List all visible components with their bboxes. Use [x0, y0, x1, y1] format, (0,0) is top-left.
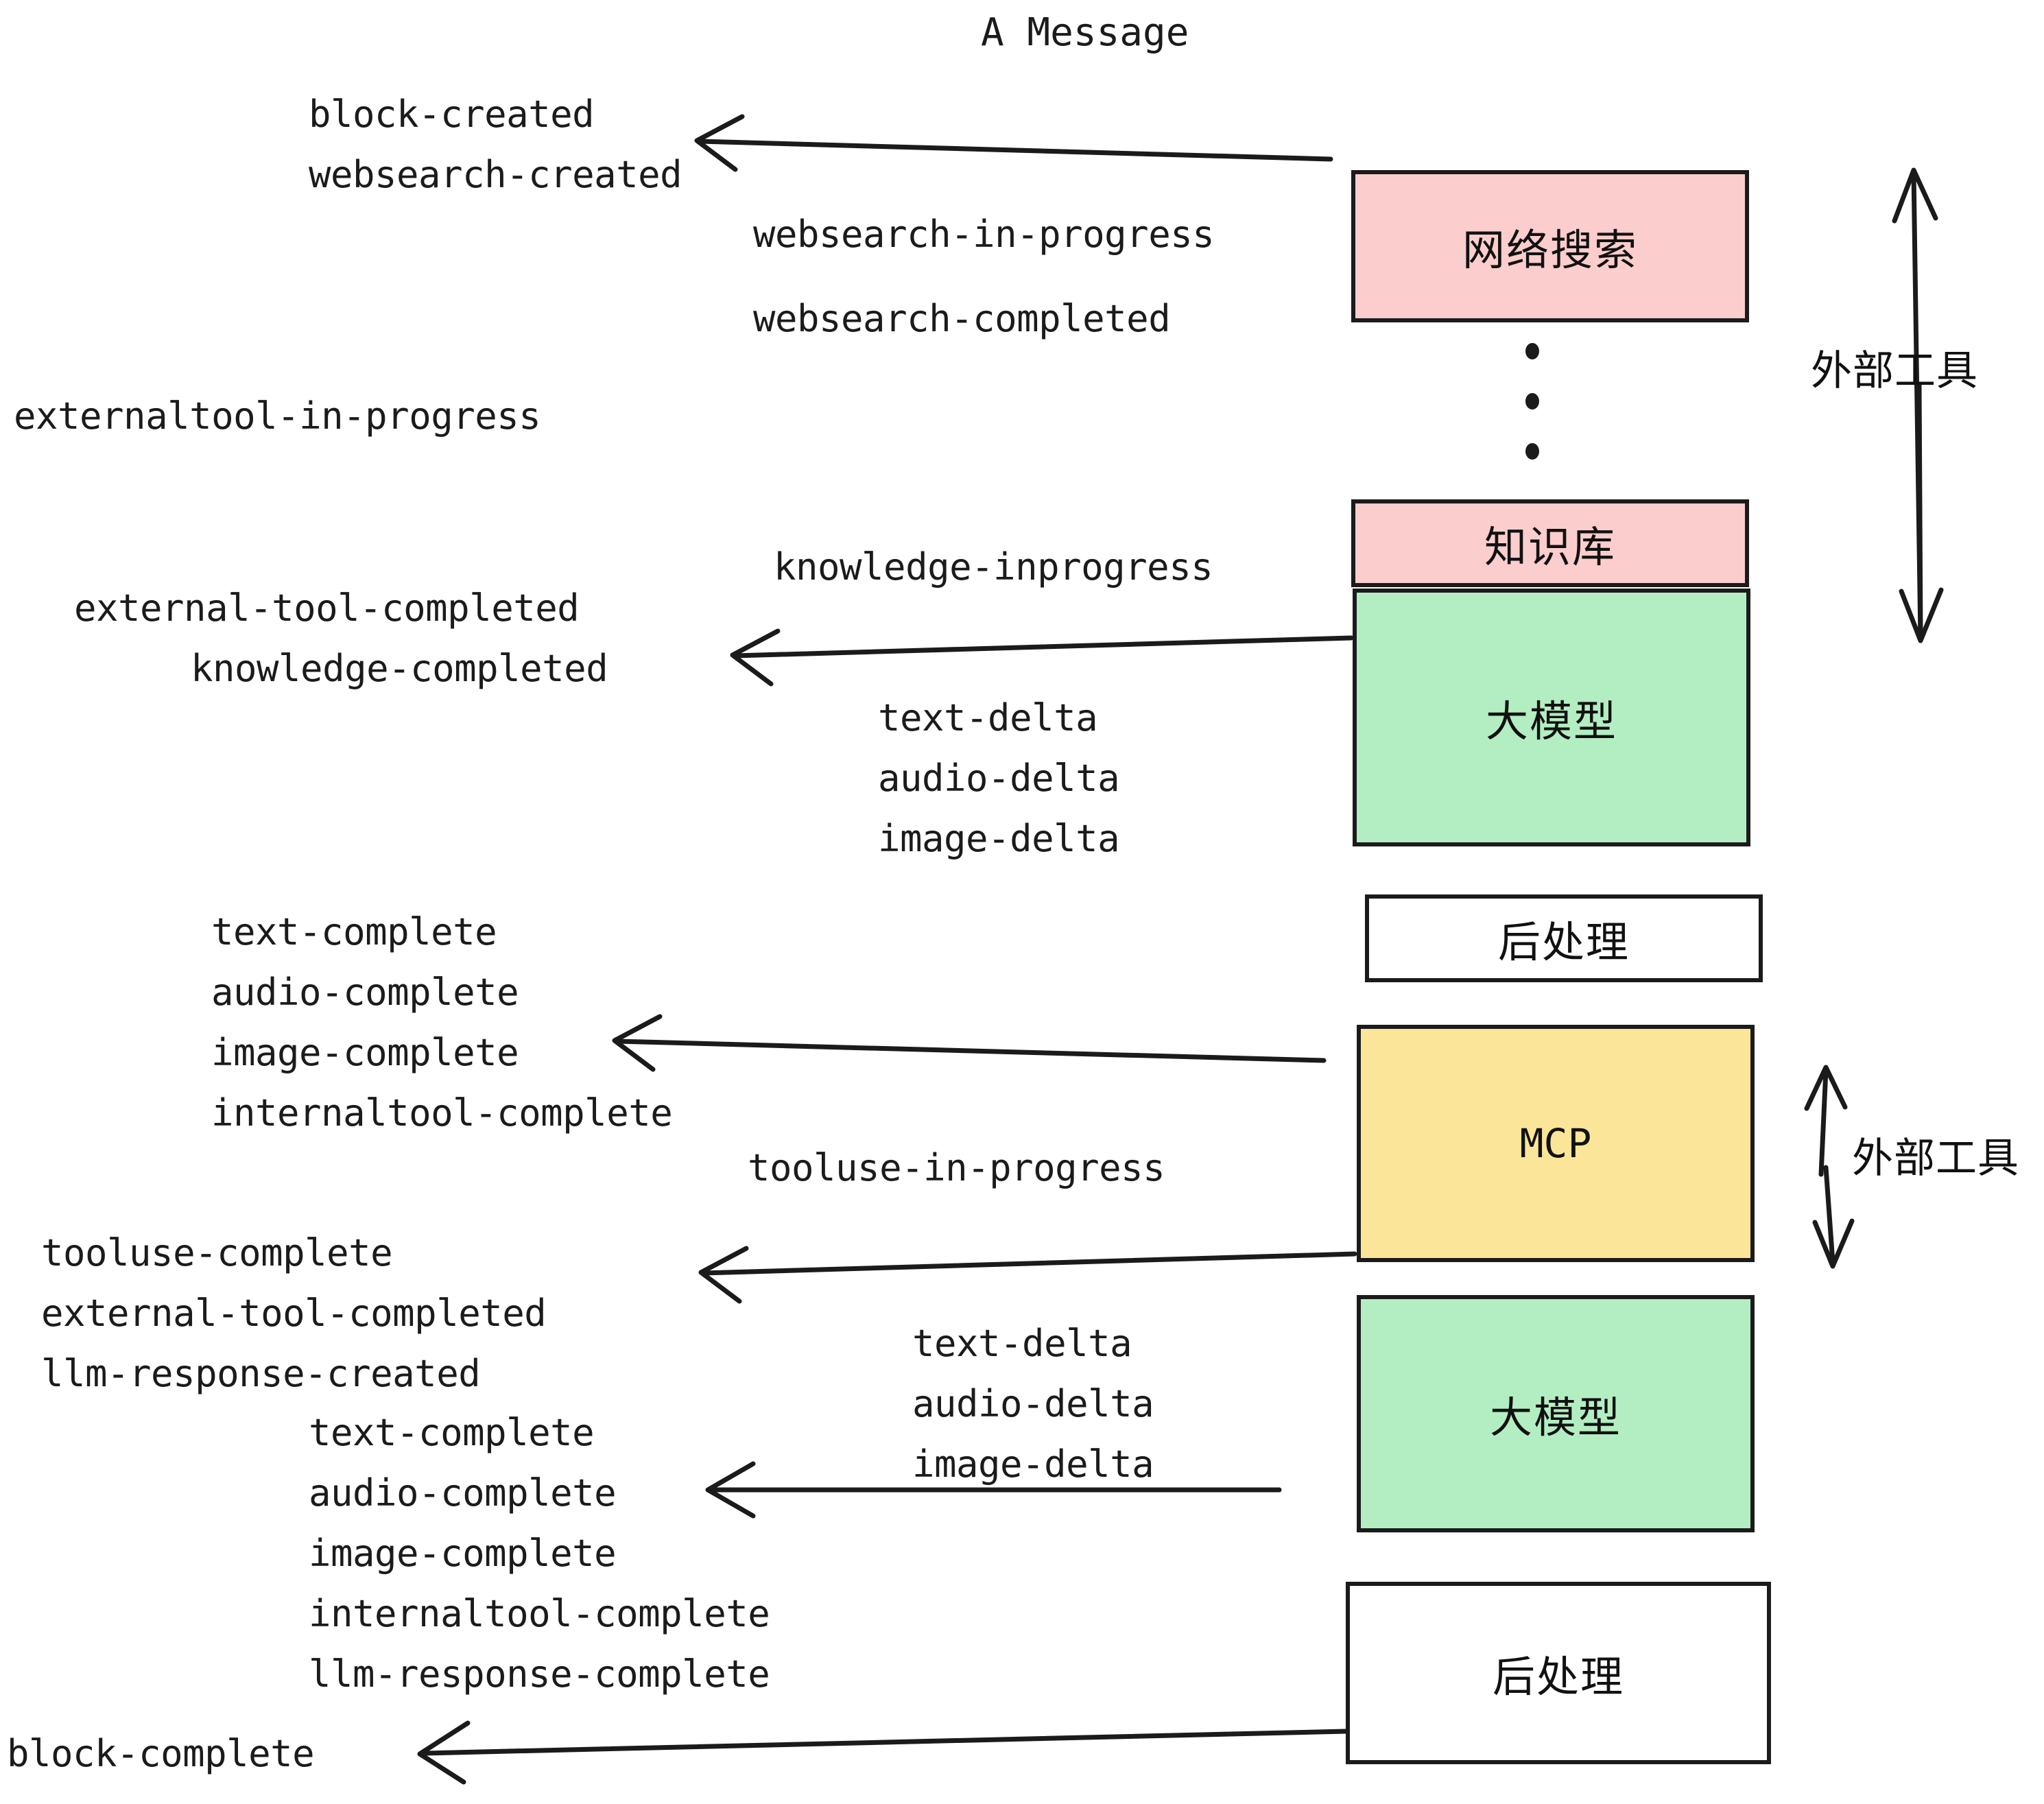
event-label: image-complete [309, 1532, 617, 1575]
event-label: websearch-completed [753, 297, 1171, 340]
event-label: audio-delta [878, 757, 1120, 800]
event-label: internaltool-complete [309, 1592, 770, 1635]
event-label: tooluse-complete [41, 1231, 393, 1274]
event-label: audio-delta [912, 1382, 1154, 1425]
event-label: audio-complete [211, 971, 519, 1014]
arrow-external-tool-scope-mcp-down [1823, 1165, 1835, 1265]
arrowhead-tooluse-complete-return [698, 1246, 749, 1304]
arrow-tooluse-complete-return [701, 1251, 1357, 1276]
ellipsis-dot [1525, 393, 1539, 410]
arrow-external-tool-scope-mcp-up [1818, 1067, 1829, 1177]
arrow-block-created-return [697, 139, 1333, 162]
arrowhead-image-complete-return [612, 1014, 663, 1072]
arrowhead-audio-complete-return [705, 1461, 756, 1519]
event-label: knowledge-completed [191, 647, 608, 690]
node-box: 知识库 [1351, 499, 1749, 587]
diagram-title: A Message [981, 10, 1189, 55]
vertical-ellipsis [1524, 343, 1541, 460]
ellipsis-dot [1525, 443, 1539, 460]
event-label: knowledge-inprogress [774, 545, 1213, 589]
event-label: block-created [309, 93, 595, 136]
event-label: llm-response-complete [309, 1652, 770, 1696]
node-box: 后处理 [1365, 894, 1763, 982]
arrowhead-external-tool-scope-up [1892, 167, 1938, 224]
event-label: websearch-created [309, 153, 682, 196]
scope-label: 外部工具 [1852, 1135, 2019, 1183]
node-box: 大模型 [1353, 589, 1750, 846]
node-box: 网络搜索 [1351, 170, 1749, 322]
event-label: block-complete [7, 1732, 315, 1775]
scope-label: 外部工具 [1811, 347, 1978, 395]
event-label: audio-complete [309, 1471, 617, 1515]
arrowhead-block-complete-return [417, 1720, 471, 1785]
arrowhead-external-tool-scope-down [1899, 587, 1944, 643]
event-label: image-delta [878, 817, 1120, 860]
arrow-image-complete-return [615, 1039, 1327, 1063]
event-label: text-delta [912, 1322, 1132, 1365]
event-label: text-complete [309, 1411, 595, 1454]
event-label: tooluse-in-progress [748, 1146, 1165, 1189]
node-box: MCP [1357, 1025, 1755, 1262]
event-label: text-delta [878, 696, 1098, 739]
event-label: externaltool-in-progress [14, 394, 541, 438]
arrowhead-block-created-return [694, 114, 745, 172]
arrowhead-knowledge-completed [730, 628, 781, 687]
event-label: image-complete [211, 1031, 519, 1074]
node-box: 大模型 [1357, 1295, 1755, 1532]
event-label: external-tool-completed [41, 1292, 547, 1335]
event-label: internaltool-complete [211, 1091, 673, 1135]
event-label: image-delta [912, 1443, 1154, 1486]
event-label: external-tool-completed [74, 586, 580, 630]
arrow-knowledge-completed [733, 635, 1354, 658]
arrow-block-complete-return [421, 1729, 1348, 1756]
arrowhead-external-tool-scope-mcp-down [1812, 1218, 1855, 1269]
event-label: text-complete [211, 910, 497, 953]
ellipsis-dot [1525, 343, 1539, 359]
event-label: websearch-in-progress [753, 213, 1215, 256]
node-box: 后处理 [1346, 1582, 1771, 1764]
arrow-external-tool-scope-up [1911, 170, 1923, 641]
arrow-external-tool-scope-down [1916, 381, 1923, 641]
event-label: llm-response-created [41, 1352, 481, 1395]
arrowhead-external-tool-scope-mcp-up [1804, 1065, 1848, 1111]
